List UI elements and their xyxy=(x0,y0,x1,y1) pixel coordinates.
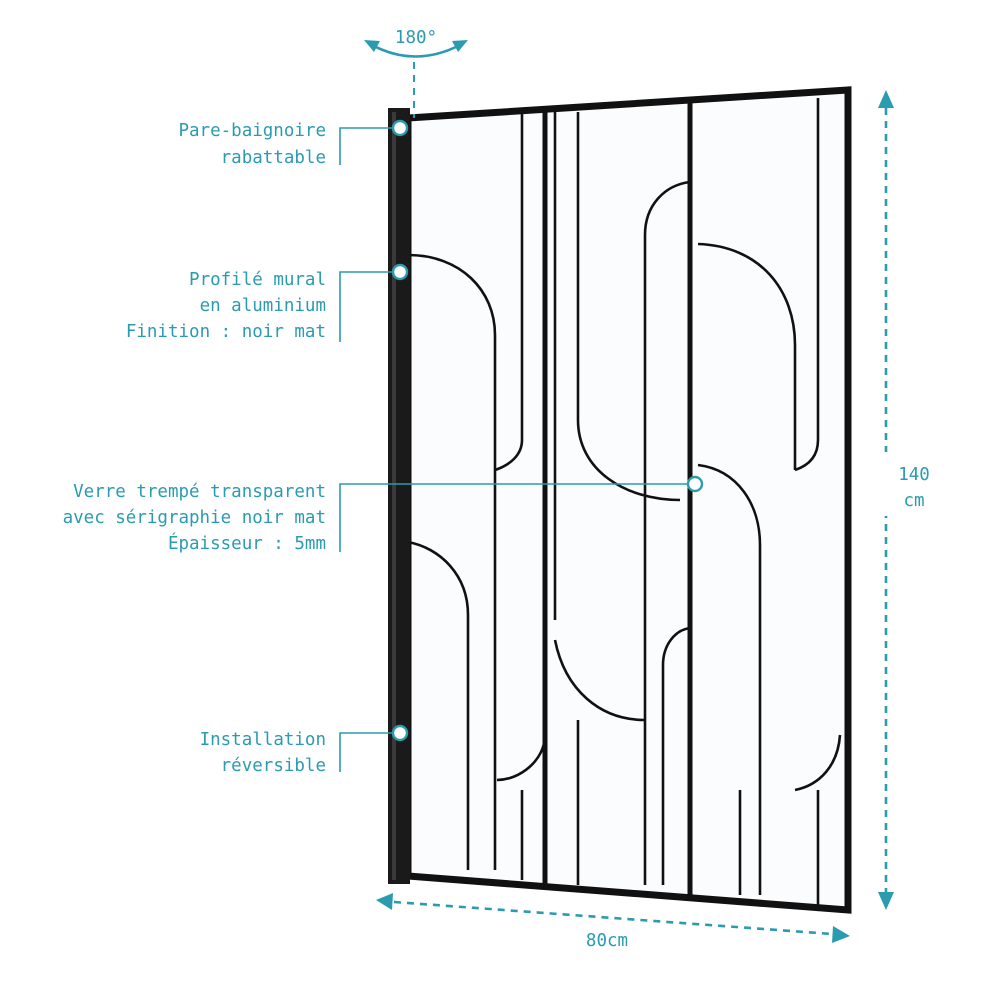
wall-profile-edge xyxy=(392,112,396,880)
width-arrow-left-icon xyxy=(376,893,393,910)
rotation-arrow-right-icon xyxy=(452,40,468,52)
height-unit: cm xyxy=(903,491,924,511)
glass-label-line1: Verre trempé transparent xyxy=(73,482,326,502)
profile-label-line2: en aluminium xyxy=(200,296,326,316)
height-arrow-up-icon xyxy=(878,90,894,108)
width-label: 80cm xyxy=(586,931,628,951)
folding-label-line2: rabattable xyxy=(221,148,326,168)
glass-surface xyxy=(408,90,848,910)
rotation-arrow-left-icon xyxy=(364,40,380,52)
install-label-line1: Installation xyxy=(200,730,326,750)
rotation-label: 180° xyxy=(395,28,437,48)
profile-label-line3: Finition : noir mat xyxy=(126,322,326,342)
profile-label-line1: Profilé mural xyxy=(189,270,326,290)
callout-profile: Profilé mural en aluminium Finition : no… xyxy=(126,263,409,342)
glass-panel xyxy=(388,86,852,914)
glass-label-line2: avec sérigraphie noir mat xyxy=(63,508,326,528)
profile-marker-icon xyxy=(391,263,409,281)
width-arrow-right-icon xyxy=(832,926,850,943)
height-value: 140 xyxy=(898,465,930,485)
callout-glass: Verre trempé transparent avec sérigraphi… xyxy=(63,475,704,554)
width-dimension: 80cm xyxy=(376,893,850,951)
height-dimension: 140 cm xyxy=(878,90,940,910)
glass-marker-icon xyxy=(686,475,704,493)
install-marker-icon xyxy=(391,724,409,742)
callout-install: Installation réversible xyxy=(200,724,409,776)
folding-label-line1: Pare-baignoire xyxy=(178,121,326,141)
glass-label-line3: Épaisseur : 5mm xyxy=(168,532,326,554)
height-arrow-down-icon xyxy=(878,892,894,910)
install-label-line2: réversible xyxy=(221,756,326,776)
folding-marker-icon xyxy=(391,119,409,137)
callout-folding: Pare-baignoire rabattable xyxy=(178,119,409,168)
wall-profile xyxy=(388,108,410,884)
rotation-indicator: 180° xyxy=(364,28,468,118)
serigraphy-pattern xyxy=(407,98,842,905)
